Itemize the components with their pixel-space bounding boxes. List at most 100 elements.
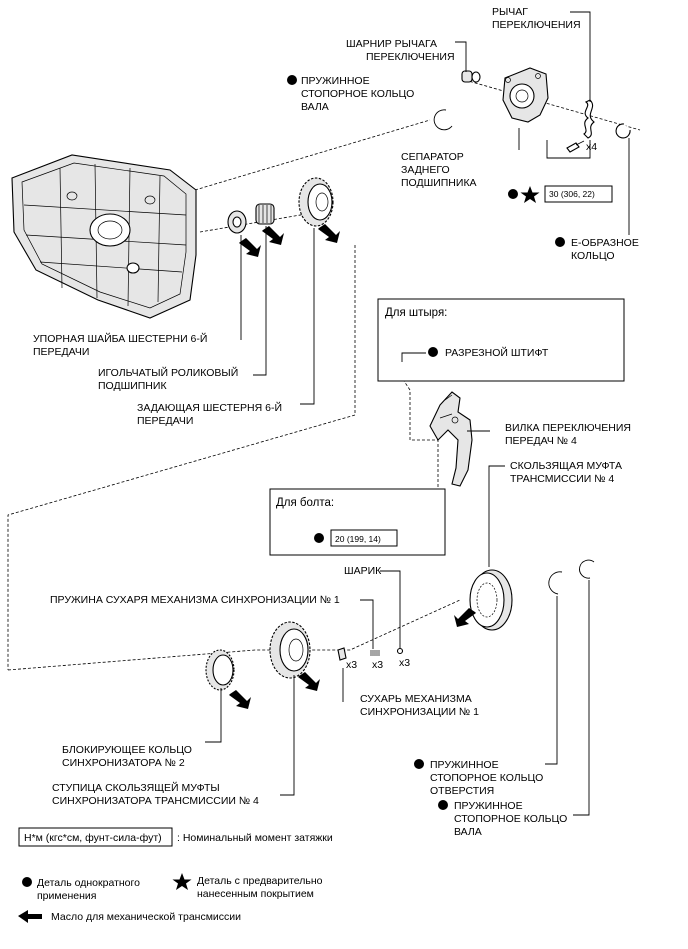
e-ring-part	[615, 123, 631, 139]
legend-non-reusable-line2: применения	[37, 890, 96, 902]
non-reusable-icon	[428, 347, 438, 357]
lever-hinge-label-line2: ПЕРЕКЛЮЧЕНИЯ	[366, 51, 455, 63]
thrust-washer-label-line2: ПЕРЕДАЧИ	[33, 346, 89, 358]
needle-bearing-label-line2: ПОДШИПНИК	[98, 380, 167, 392]
shaft-snap-ring-top-part	[433, 109, 453, 131]
oil-arrow-icon	[229, 690, 251, 709]
hub-sleeve-label-line1: СКОЛЬЗЯЩАЯ МУФТА	[510, 460, 622, 472]
key-spring-label: ПРУЖИНА СУХАРЯ МЕХАНИЗМА СИНХРОНИЗАЦИИ №…	[50, 594, 340, 606]
shifting-key-part	[337, 647, 347, 661]
legend-oil: Масло для механической трансмиссии	[51, 911, 241, 923]
qty-x4-label: x4	[586, 141, 597, 153]
shift-lever-label-line2: ПЕРЕКЛЮЧЕНИЯ	[492, 19, 581, 31]
sync-ring-label-line2: СИНХРОНИЗАТОРА № 2	[62, 757, 185, 769]
non-reusable-icon	[287, 75, 297, 85]
qty-x3-spring: x3	[372, 659, 383, 671]
oil-arrow-icon	[298, 672, 320, 691]
torque-spec-top: 30 (306, 22)	[508, 185, 613, 203]
pin-box-item: РАЗРЕЗНОЙ ШТИФТ	[445, 346, 549, 359]
legend-precoated-line1: Деталь с предварительно	[197, 875, 323, 887]
legend-non-reusable-line1: Деталь однократного	[37, 877, 140, 889]
needle-bearing-part	[255, 203, 275, 225]
shaft-snap-bottom-label-line3: ВАЛА	[454, 826, 482, 838]
lever-hinge-label-line1: ШАРНИР РЫЧАГА	[346, 38, 437, 50]
shaft-snap-ring-top-label-line3: ВАЛА	[301, 101, 329, 113]
label-shaft-snap-ring-top: ПРУЖИННОЕ СТОПОРНОЕ КОЛЬЦО ВАЛА	[287, 75, 414, 113]
label-clutch-hub-4: СТУПИЦА СКОЛЬЗЯЩЕЙ МУФТЫ СИНХРОНИЗАТОРА …	[52, 781, 259, 807]
clutch-hub-4-part	[269, 621, 311, 679]
legend-torque-unit: Н*м (кгс*см, фунт-сила-фут)	[24, 832, 162, 844]
shaft-snap-ring-top-label-line1: ПРУЖИННОЕ	[301, 75, 370, 87]
label-sync-ring-2: БЛОКИРУЮЩЕЕ КОЛЬЦО СИНХРОНИЗАТОРА № 2	[62, 744, 192, 769]
pin-box-title: Для штыря:	[385, 307, 447, 319]
bolt-box: Для болта: 20 (199, 14)	[269, 488, 446, 556]
shifting-key-label-line2: СИНХРОНИЗАЦИИ № 1	[360, 706, 479, 718]
qty-x3-key: x3	[346, 659, 357, 671]
legend: Н*м (кгс*см, фунт-сила-фут) : Номинальны…	[18, 827, 333, 923]
qty-x3-ball: x3	[399, 657, 410, 669]
torque-top-value: 30 (306, 22)	[549, 189, 595, 199]
shaft-snap-ring-top-label-line2: СТОПОРНОЕ КОЛЬЦО	[301, 88, 414, 100]
label-rear-bearing-retainer: СЕПАРАТОР ЗАДНЕГО ПОДШИПНИКА	[401, 151, 477, 189]
shift-fork-label-line1: ВИЛКА ПЕРЕКЛЮЧЕНИЯ	[505, 422, 631, 434]
label-e-ring: E-ОБРАЗНОЕ КОЛЬЦО	[555, 237, 639, 262]
retainer-label-line3: ПОДШИПНИКА	[401, 177, 477, 189]
rear-bearing-retainer-part	[502, 67, 549, 123]
label-drive-gear-6: ЗАДАЮЩАЯ ШЕСТЕРНЯ 6-Й ПЕРЕДАЧИ	[137, 401, 282, 427]
shifting-key-label-line1: СУХАРЬ МЕХАНИЗМА	[360, 693, 472, 705]
legend-precoated-line2: нанесенным покрытием	[197, 888, 314, 900]
label-lever-hinge: ШАРНИР РЫЧАГА ПЕРЕКЛЮЧЕНИЯ	[346, 38, 455, 63]
sync-ring-2-part	[205, 649, 235, 691]
label-shaft-snap-ring-bottom: ПРУЖИННОЕ СТОПОРНОЕ КОЛЬЦО ВАЛА	[438, 800, 567, 838]
hub-sleeve-label-line2: ТРАНСМИССИИ № 4	[510, 473, 614, 485]
hole-snap-label-line3: ОТВЕРСТИЯ	[430, 785, 494, 797]
non-reusable-icon	[555, 237, 565, 247]
precoated-star-icon	[520, 186, 540, 203]
label-shift-lever: РЫЧАГ ПЕРЕКЛЮЧЕНИЯ	[492, 6, 581, 31]
leader-lines	[205, 11, 630, 816]
thrust-washer-part	[227, 210, 247, 234]
hole-snap-ring-part	[548, 571, 563, 595]
sync-ring-label-line1: БЛОКИРУЮЩЕЕ КОЛЬЦО	[62, 744, 192, 756]
drive-gear-6-part	[298, 177, 334, 227]
drive-gear-label-line2: ПЕРЕДАЧИ	[137, 415, 193, 427]
bolt-box-title: Для болта:	[276, 497, 334, 509]
clutch-hub-label-line2: СИНХРОНИЗАТОРА ТРАНСМИССИИ № 4	[52, 795, 259, 807]
shaft-snap-ring-bottom-part	[579, 559, 595, 579]
retainer-label-line2: ЗАДНЕГО	[401, 164, 450, 176]
non-reusable-icon	[508, 189, 518, 199]
non-reusable-icon	[414, 759, 424, 769]
shift-fork-label-line2: ПЕРЕДАЧ № 4	[505, 435, 577, 447]
e-ring-label-line1: E-ОБРАЗНОЕ	[571, 237, 639, 249]
shaft-snap-bottom-label-line1: ПРУЖИННОЕ	[454, 800, 523, 812]
label-hub-sleeve-4: СКОЛЬЗЯЩАЯ МУФТА ТРАНСМИССИИ № 4	[510, 460, 622, 485]
label-shifting-key-1: СУХАРЬ МЕХАНИЗМА СИНХРОНИЗАЦИИ № 1	[360, 693, 479, 718]
legend-torque-desc: : Номинальный момент затяжки	[177, 832, 333, 844]
label-thrust-washer: УПОРНАЯ ШАЙБА ШЕСТЕРНИ 6-Й ПЕРЕДАЧИ	[33, 332, 207, 358]
oil-arrow-icon	[454, 608, 476, 627]
precoated-star-icon	[172, 873, 192, 890]
hole-snap-label-line1: ПРУЖИННОЕ	[430, 759, 499, 771]
label-needle-bearing: ИГОЛЬЧАТЫЙ РОЛИКОВЫЙ ПОДШИПНИК	[98, 366, 238, 392]
e-ring-label-line2: КОЛЬЦО	[571, 250, 615, 262]
oil-arrow-icon	[262, 226, 284, 245]
label-shift-fork-4: ВИЛКА ПЕРЕКЛЮЧЕНИЯ ПЕРЕДАЧ № 4	[505, 422, 631, 447]
oil-arrow-icon	[239, 238, 261, 257]
needle-bearing-label-line1: ИГОЛЬЧАТЫЙ РОЛИКОВЫЙ	[98, 366, 238, 379]
oil-arrow-icon	[18, 910, 42, 923]
shift-fork-4-part	[429, 391, 473, 487]
bolt-box-torque: 20 (199, 14)	[335, 534, 381, 544]
oil-arrow-icon	[318, 224, 340, 243]
thrust-washer-label-line1: УПОРНАЯ ШАЙБА ШЕСТЕРНИ 6-Й	[33, 332, 207, 345]
ball-part	[396, 647, 404, 655]
non-reusable-icon	[438, 800, 448, 810]
shift-lever-label-line1: РЫЧАГ	[492, 6, 528, 18]
clutch-hub-label-line1: СТУПИЦА СКОЛЬЗЯЩЕЙ МУФТЫ	[52, 781, 220, 794]
hub-sleeve-4-part	[469, 569, 513, 631]
key-spring-part	[370, 650, 380, 656]
retainer-label-line1: СЕПАРАТОР	[401, 151, 464, 163]
transmission-case	[11, 154, 197, 319]
non-reusable-icon	[314, 533, 324, 543]
drive-gear-label-line1: ЗАДАЮЩАЯ ШЕСТЕРНЯ 6-Й	[137, 401, 282, 414]
